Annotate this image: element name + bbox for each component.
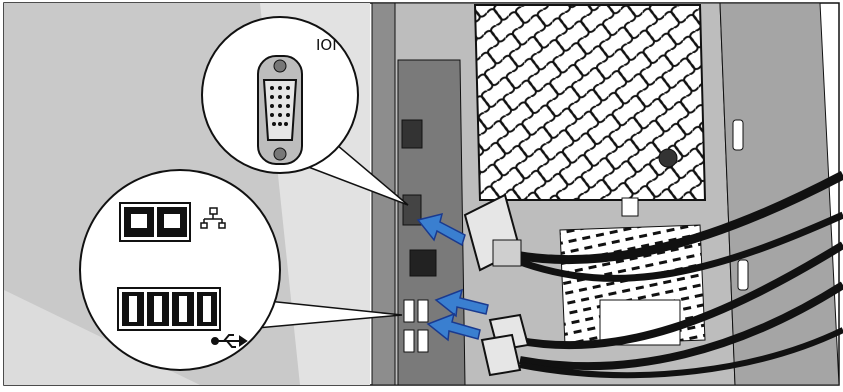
usb-cable-2 bbox=[519, 281, 843, 371]
vga-port-small bbox=[402, 194, 422, 226]
io-callout bbox=[79, 169, 281, 371]
usb-callout-leader bbox=[234, 299, 403, 331]
network-port-icon bbox=[119, 202, 191, 242]
vga-cable bbox=[514, 171, 843, 265]
usb-symbol-icon bbox=[211, 334, 248, 348]
nic-port-small bbox=[409, 249, 437, 277]
vga-symbol-label: IOI bbox=[316, 36, 337, 54]
case-slot bbox=[732, 119, 744, 151]
case-right-side bbox=[719, 2, 840, 386]
vga-port-icon bbox=[257, 55, 303, 165]
usb-port-small-4 bbox=[417, 329, 429, 353]
vga-arrow bbox=[416, 212, 466, 247]
vga-cable-2 bbox=[513, 211, 843, 282]
usb-arrow-2 bbox=[426, 312, 481, 342]
usb-cable-1 bbox=[514, 241, 843, 350]
case-screw bbox=[658, 148, 678, 168]
usb-plug-2 bbox=[480, 333, 522, 377]
lock-tab bbox=[621, 197, 639, 217]
usb-ports-icon bbox=[117, 287, 221, 331]
vga-plug-body bbox=[492, 239, 522, 267]
usb-cable-3 bbox=[519, 327, 843, 379]
usb-port-small-3 bbox=[403, 329, 415, 353]
usb-port-small-2 bbox=[417, 299, 429, 323]
case-slot-lower bbox=[737, 259, 749, 291]
usb-port-small-1 bbox=[403, 299, 415, 323]
serial-port bbox=[401, 119, 423, 149]
fan-grill bbox=[473, 4, 707, 201]
usb-arrow-1 bbox=[434, 288, 489, 318]
network-symbol-icon bbox=[200, 207, 226, 229]
